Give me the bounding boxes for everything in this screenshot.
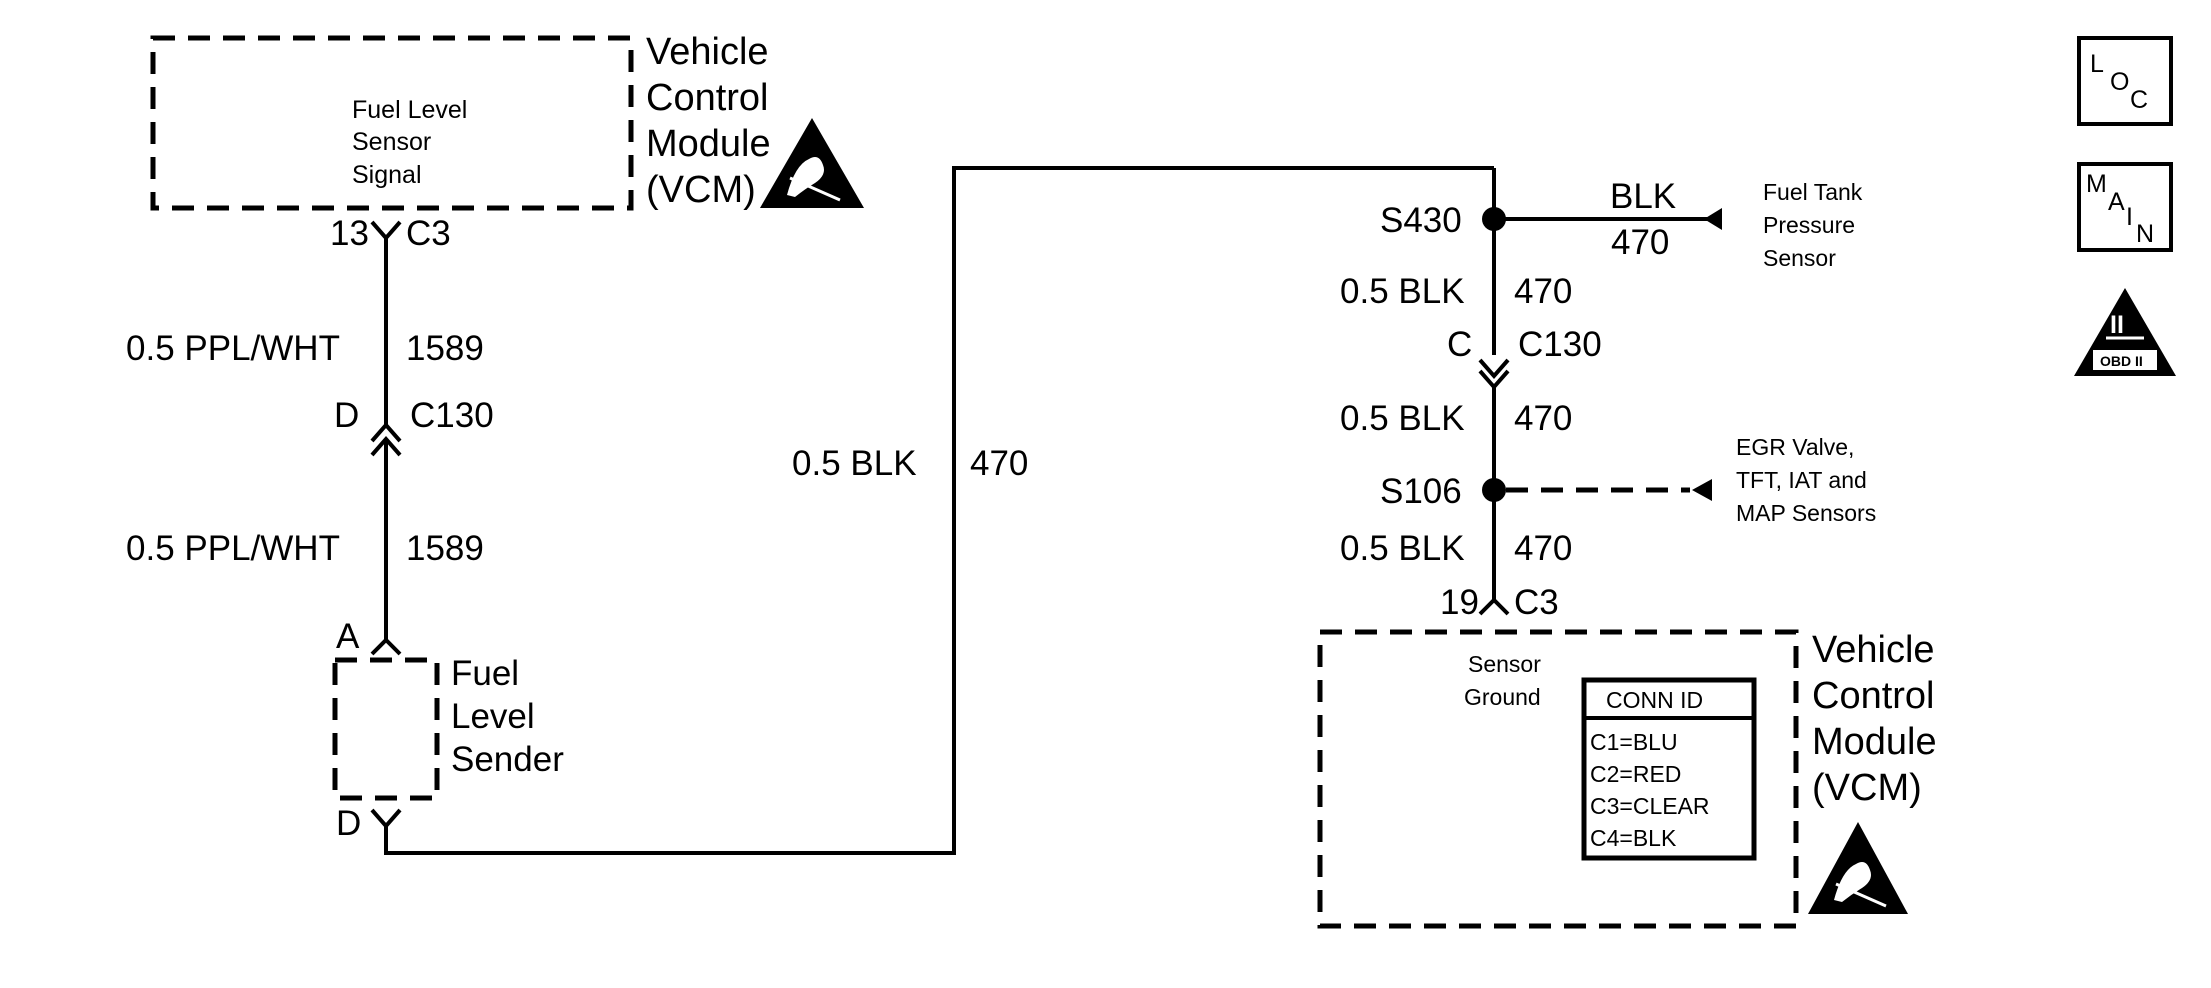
egr-sensors-line-3: MAP Sensors xyxy=(1736,500,1876,526)
egr-sensors-line-2: TFT, IAT and xyxy=(1736,467,1867,493)
svg-text:II: II xyxy=(2110,311,2124,339)
conn-id-row-3: C3=CLEAR xyxy=(1590,793,1710,819)
branch-top-circuit: 470 xyxy=(1611,223,1669,262)
c130-right-symbol xyxy=(1478,358,1510,391)
vcm-top-signal-line-2: Sensor xyxy=(352,128,431,156)
svg-text:A: A xyxy=(2108,188,2125,216)
branch-fuel-tank-arrow xyxy=(1704,208,1722,230)
main-icon[interactable]: M A I N xyxy=(2077,162,2173,252)
wire-1589-upper-circuit: 1589 xyxy=(406,329,484,368)
vcm-top-box xyxy=(150,35,634,211)
splice-s106-label: S106 xyxy=(1380,472,1462,511)
vcm-top-title-line-2: Control xyxy=(646,77,769,119)
wire-470-middle-circuit: 470 xyxy=(970,444,1028,483)
vcm-top-title-line-3: Module xyxy=(646,123,771,165)
egr-sensors-line-1: EGR Valve, xyxy=(1736,434,1854,460)
svg-text:N: N xyxy=(2136,220,2154,248)
vcm-bottom-title-line-1: Vehicle xyxy=(1812,629,1935,671)
conn-id-row-1: C1=BLU xyxy=(1590,729,1678,755)
conn-id-table: CONN ID C1=BLU C2=RED C3=CLEAR C4=BLK xyxy=(1581,677,1757,861)
sender-pin-d-symbol xyxy=(370,808,402,830)
vcm-top-title-line-4: (VCM) xyxy=(646,169,756,211)
sensor-ground-line-2: Ground xyxy=(1464,684,1541,710)
vcm-top-connector: C3 xyxy=(406,214,451,253)
wire-470-right-2-color: 0.5 BLK xyxy=(1340,399,1465,438)
wire-470-middle-color: 0.5 BLK xyxy=(792,444,917,483)
wire-1589-upper-color: 0.5 PPL/WHT xyxy=(126,329,340,368)
vcm-bottom-connector: C3 xyxy=(1514,583,1559,622)
fuel-tank-sensor-line-3: Sensor xyxy=(1763,245,1836,271)
wire-470-right-1-color: 0.5 BLK xyxy=(1340,272,1465,311)
pin-connector-symbol xyxy=(370,220,402,242)
vcm-bottom-title-line-2: Control xyxy=(1812,675,1935,717)
conn-id-row-4: C4=BLK xyxy=(1590,825,1677,851)
vcm-bottom-title-line-4: (VCM) xyxy=(1812,767,1922,809)
sender-box xyxy=(332,657,440,801)
sender-pin-a-symbol xyxy=(370,637,402,656)
fuel-tank-sensor-line-1: Fuel Tank xyxy=(1763,179,1863,205)
c130-right-pin: C xyxy=(1447,325,1472,364)
conn-id-row-2: C2=RED xyxy=(1590,761,1681,787)
branch-top-color: BLK xyxy=(1610,177,1676,216)
vcm-bottom-pin-symbol xyxy=(1478,597,1510,616)
loc-icon[interactable]: L O C xyxy=(2077,36,2173,126)
svg-text:M: M xyxy=(2086,170,2107,198)
sender-title-line-3: Sender xyxy=(451,740,564,779)
esd-warning-icon-bottom xyxy=(1808,822,1908,914)
splice-s106 xyxy=(1482,478,1506,502)
sender-title-line-2: Level xyxy=(451,697,535,736)
wire-470-right-2-circuit: 470 xyxy=(1514,399,1572,438)
svg-text:C: C xyxy=(2130,86,2148,114)
wire-470-right-3-color: 0.5 BLK xyxy=(1340,529,1465,568)
vcm-top-module: Fuel Level Sensor Signal Vehicle Control… xyxy=(150,31,864,211)
branch-egr-arrow xyxy=(1692,479,1712,501)
svg-text:O: O xyxy=(2110,68,2129,96)
vcm-top-signal-line-1: Fuel Level xyxy=(352,96,467,124)
vcm-top-title-line-1: Vehicle xyxy=(646,31,769,73)
wire-1589-lower-circuit: 1589 xyxy=(406,529,484,568)
fuel-tank-sensor-line-2: Pressure xyxy=(1763,212,1855,238)
c130-right-id: C130 xyxy=(1518,325,1602,364)
sender-title-line-1: Fuel xyxy=(451,654,519,693)
svg-text:OBD II: OBD II xyxy=(2100,353,2143,369)
wire-470-middle xyxy=(384,166,1494,855)
wire-470-right-1-circuit: 470 xyxy=(1514,272,1572,311)
esd-warning-icon xyxy=(760,118,864,208)
vcm-bottom-module: Sensor Ground CONN ID C1=BLU C2=RED C3=C… xyxy=(1317,629,1937,929)
sensor-ground-line-1: Sensor xyxy=(1468,651,1541,677)
sender-pin-d: D xyxy=(336,804,361,843)
svg-text:L: L xyxy=(2090,50,2104,78)
conn-id-header: CONN ID xyxy=(1606,687,1703,713)
wire-1589-lower-color: 0.5 PPL/WHT xyxy=(126,529,340,568)
c130-left-id: C130 xyxy=(410,396,494,435)
splice-s430-label: S430 xyxy=(1380,201,1462,240)
sender-pin-a: A xyxy=(336,617,360,656)
vcm-top-pin: 13 xyxy=(330,214,369,253)
vcm-top-signal-line-3: Signal xyxy=(352,161,422,189)
vcm-bottom-title-line-3: Module xyxy=(1812,721,1937,763)
svg-text:I: I xyxy=(2126,203,2133,231)
wire-470-right-3-circuit: 470 xyxy=(1514,529,1572,568)
c130-left-pin: D xyxy=(334,396,359,435)
obd-ii-icon[interactable]: II OBD II xyxy=(2074,288,2176,376)
vcm-bottom-pin: 19 xyxy=(1440,583,1479,622)
